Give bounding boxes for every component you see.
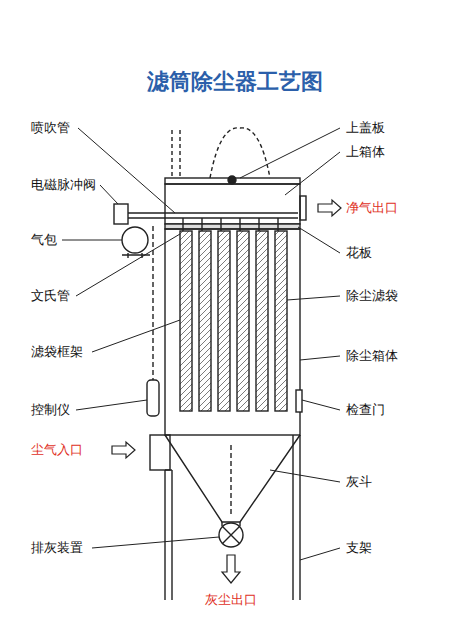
part-label: 排灰装置 (30, 540, 84, 556)
part-label: 花板 (345, 245, 373, 261)
part-label: 上箱体 (345, 144, 386, 160)
part-label: 尘气入口 (30, 442, 84, 458)
part-label: 除尘箱体 (345, 348, 399, 364)
part-label: 喷吹管 (30, 120, 71, 136)
part-label: 检查门 (345, 402, 386, 418)
part-label: 除尘滤袋 (345, 288, 399, 304)
part-label: 灰尘出口 (204, 592, 258, 608)
part-label: 净气出口 (345, 200, 399, 216)
part-label: 文氏管 (30, 288, 71, 304)
part-label: 电磁脉冲阀 (30, 177, 97, 193)
diagram-title: 滤筒除尘器工艺图 (147, 68, 323, 96)
part-label: 滤袋框架 (30, 344, 84, 360)
part-label: 灰斗 (345, 474, 373, 490)
part-label: 上盖板 (345, 120, 386, 136)
part-label: 控制仪 (30, 402, 71, 418)
part-label: 支架 (345, 540, 373, 556)
part-label: 气包 (30, 232, 58, 248)
